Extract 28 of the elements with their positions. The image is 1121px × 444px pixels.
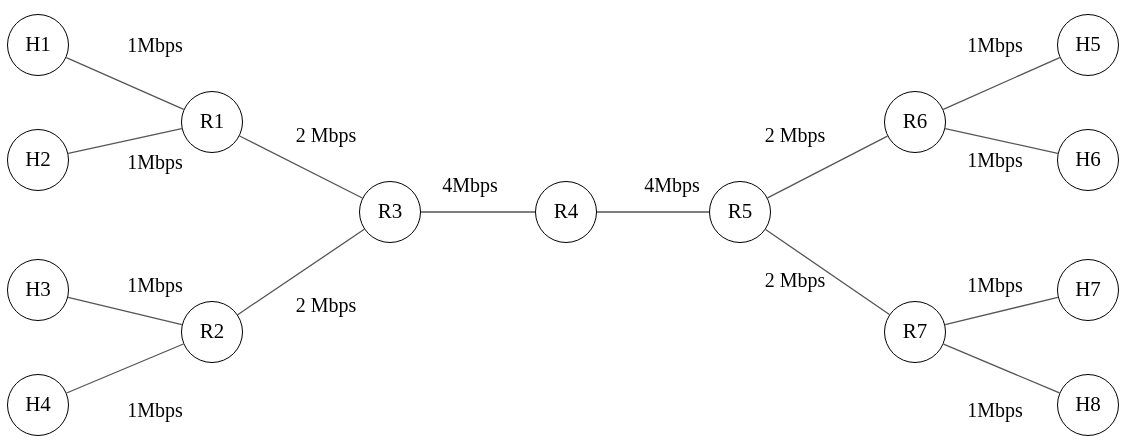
link-line [67,296,183,326]
link-line [239,135,363,199]
link-line [65,56,185,111]
link-line [944,296,1059,326]
link-line [766,135,889,199]
link-line [942,343,1061,394]
bandwidth-label: 1Mbps [127,400,183,420]
bandwidth-label: 1Mbps [127,35,183,55]
bandwidth-label: 1Mbps [127,275,183,295]
link-line [944,128,1059,154]
link-line [942,56,1061,111]
link-line [65,343,185,394]
link-line [67,127,183,155]
bandwidth-label: 1Mbps [127,152,183,172]
link-line [764,228,891,316]
bandwidth-label: 1Mbps [967,400,1023,420]
bandwidth-label: 2 Mbps [295,295,357,315]
link-line [420,211,536,213]
link-line [237,228,365,316]
link-line [596,211,710,213]
bandwidth-label: 2 Mbps [764,270,826,290]
bandwidth-label: 1Mbps [967,150,1023,170]
bandwidth-label: 4Mbps [644,175,700,195]
bandwidth-label: 2 Mbps [764,125,826,145]
bandwidth-label: 1Mbps [967,35,1023,55]
bandwidth-label: 4Mbps [442,175,498,195]
bandwidth-label: 2 Mbps [295,125,357,145]
bandwidth-label: 1Mbps [967,275,1023,295]
